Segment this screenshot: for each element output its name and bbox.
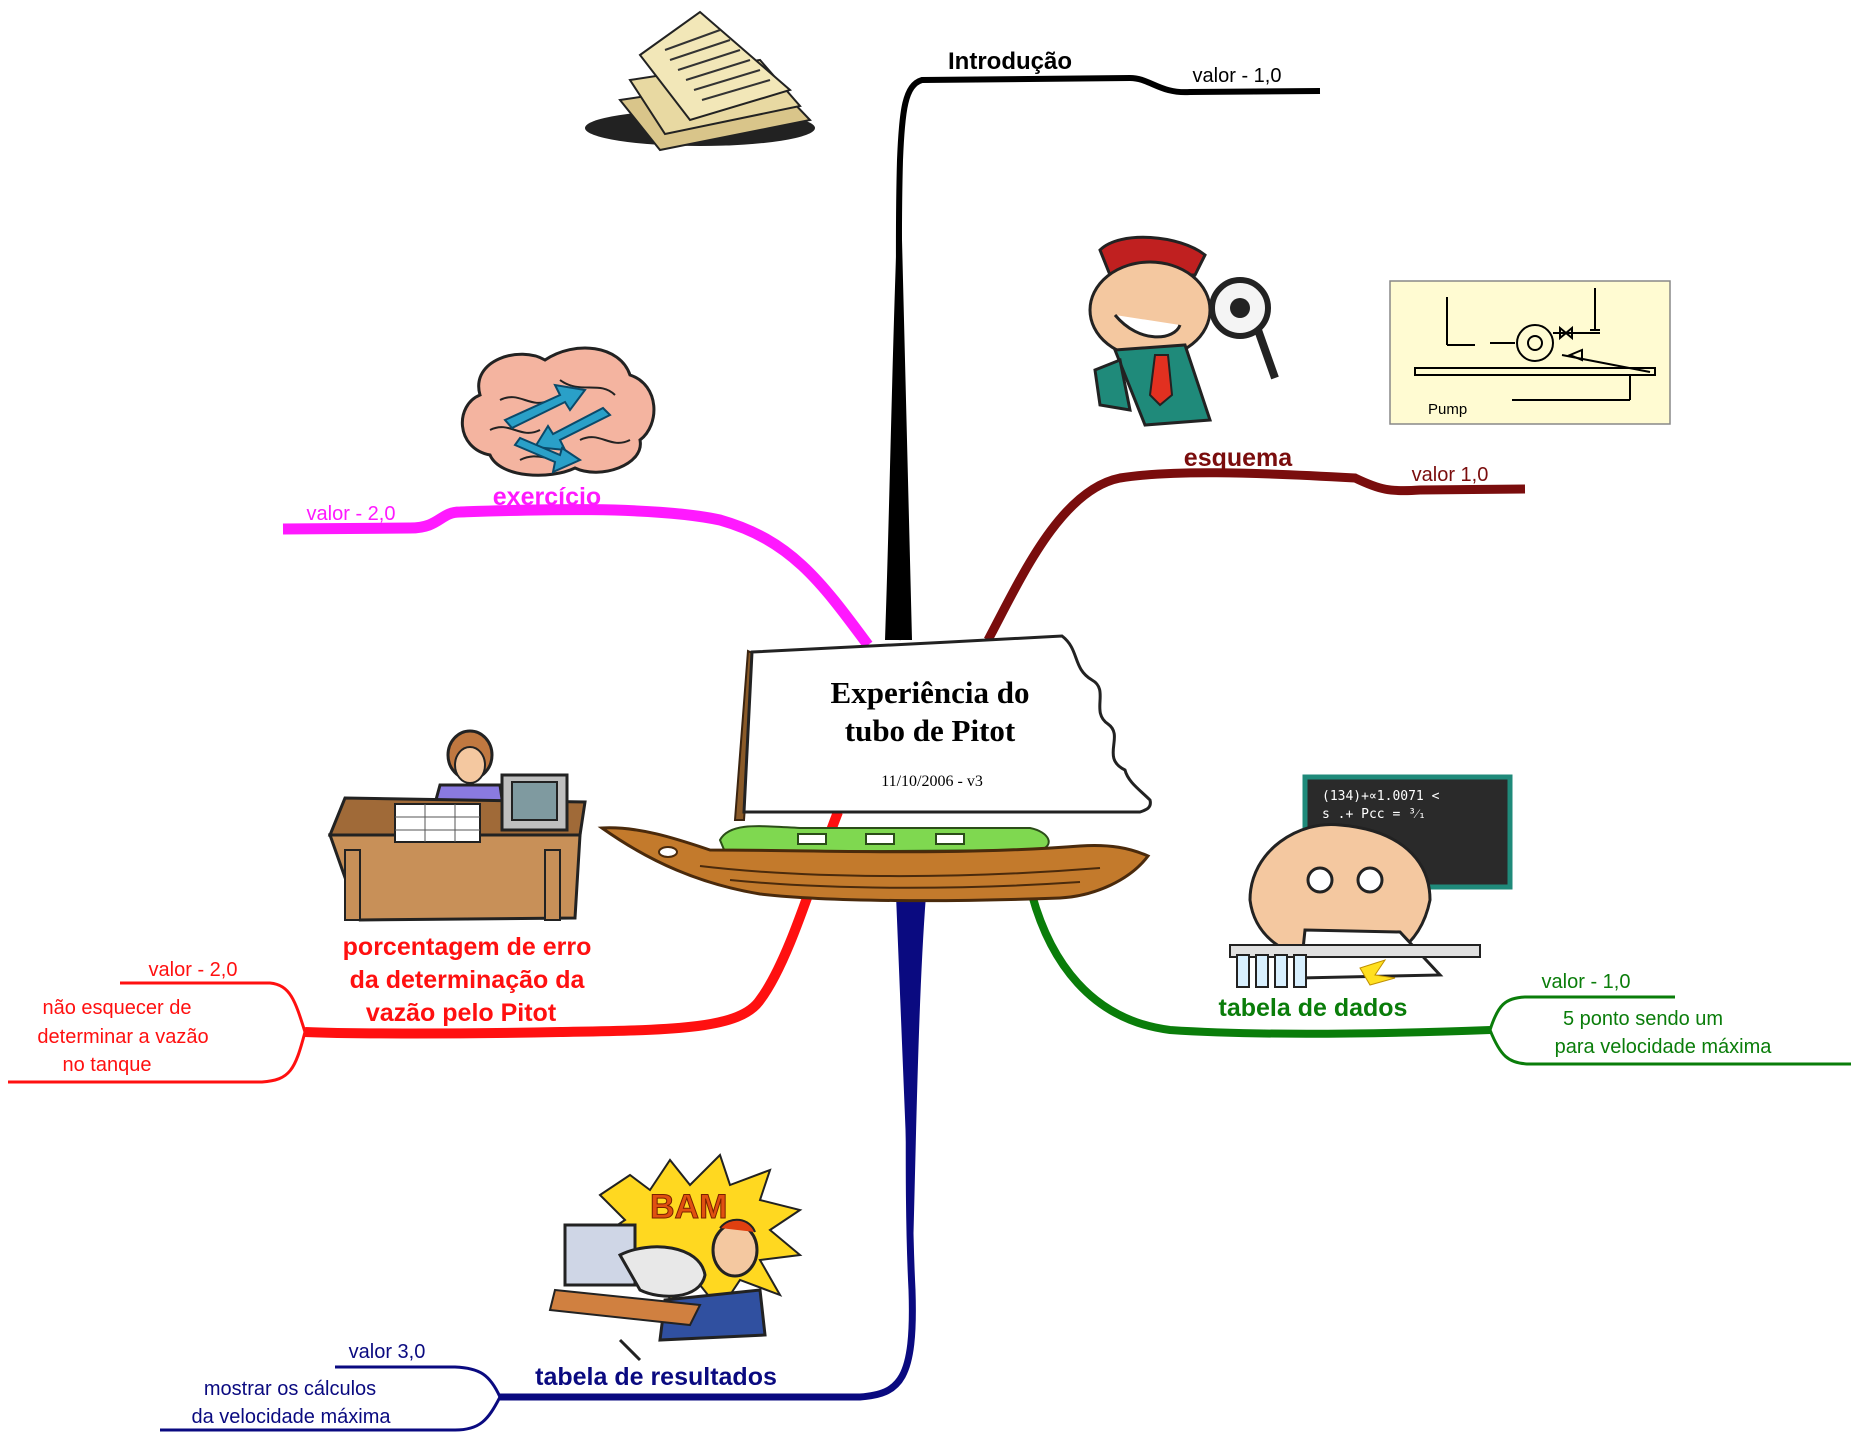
branch-note-tabela-resultados-line2[interactable]: da velocidade máxima bbox=[192, 1406, 392, 1428]
central-title-line2: tubo de Pitot bbox=[845, 713, 1016, 748]
branch-line-introducao bbox=[895, 74, 1321, 641]
branch-label-porcentagem-line2[interactable]: da determinação da bbox=[350, 966, 586, 994]
branch-line-tabela-dados bbox=[1028, 893, 1491, 1038]
chalkboard-text-2: s .+ Pcc = ³⁄₁ bbox=[1322, 807, 1426, 822]
bam-illustration: BAM bbox=[548, 1153, 803, 1362]
pump-label: Pump bbox=[1428, 401, 1467, 418]
chalkboard-text-1: (134)+∝1.0071 < bbox=[1322, 789, 1440, 804]
branch-note-tabela-dados-line2[interactable]: para velocidade máxima bbox=[1555, 1036, 1773, 1058]
branch-lines bbox=[8, 74, 1851, 1432]
branch-value-esquema[interactable]: valor 1,0 bbox=[1412, 464, 1489, 486]
bam-text: BAM bbox=[650, 1188, 727, 1226]
cabin-window bbox=[935, 833, 965, 845]
branch-note-porcentagem-line3[interactable]: no tanque bbox=[63, 1054, 152, 1076]
branch-note-tabela-dados-line1[interactable]: 5 ponto sendo um bbox=[1563, 1008, 1723, 1030]
papers-illustration bbox=[585, 10, 815, 152]
branch-subline-porcentagem-note bbox=[8, 1031, 307, 1084]
branch-subline-porcentagem-value bbox=[120, 981, 307, 1033]
branch-line-esquema bbox=[984, 468, 1526, 643]
branch-label-porcentagem-line1[interactable]: porcentagem de erro bbox=[343, 933, 592, 961]
pump-diagram: Pump bbox=[1389, 280, 1671, 425]
boat-sail bbox=[742, 634, 1152, 814]
branch-note-tabela-resultados-line1[interactable]: mostrar os cálculos bbox=[204, 1378, 376, 1400]
brain-illustration bbox=[460, 346, 656, 477]
branch-note-porcentagem-line1[interactable]: não esquecer de bbox=[42, 997, 191, 1019]
central-date: 11/10/2006 - v3 bbox=[881, 773, 983, 790]
scientist-illustration: (134)+∝1.0071 < s .+ Pcc = ³⁄₁ bbox=[1229, 774, 1513, 988]
branch-line-exercicio bbox=[282, 504, 873, 649]
branch-subline-tabela-resultados-value bbox=[335, 1365, 502, 1398]
branch-value-exercicio[interactable]: valor - 2,0 bbox=[307, 503, 396, 525]
cabin-window bbox=[865, 833, 895, 845]
branch-label-exercicio[interactable]: exercício bbox=[493, 483, 601, 511]
branch-label-introducao[interactable]: Introdução bbox=[948, 48, 1072, 75]
boat-hull[interactable] bbox=[597, 826, 1151, 903]
branch-value-tabela-resultados[interactable]: valor 3,0 bbox=[349, 1341, 426, 1363]
branch-value-introducao[interactable]: valor - 1,0 bbox=[1193, 65, 1282, 87]
branch-label-porcentagem-line3[interactable]: vazão pelo Pitot bbox=[366, 999, 557, 1027]
branch-subline-tabela-resultados-note bbox=[160, 1396, 502, 1432]
branch-taper-tabela-resultados bbox=[896, 895, 926, 1290]
branch-subline-tabela-dados-note bbox=[1488, 1029, 1851, 1066]
branch-label-esquema[interactable]: esquema bbox=[1184, 444, 1293, 472]
branch-value-porcentagem[interactable]: valor - 2,0 bbox=[149, 959, 238, 981]
branch-label-tabela-resultados[interactable]: tabela de resultados bbox=[535, 1363, 777, 1391]
branch-line-porcentagem bbox=[304, 810, 843, 1039]
central-node-boat[interactable] bbox=[597, 634, 1152, 903]
branch-value-tabela-dados[interactable]: valor - 1,0 bbox=[1542, 971, 1631, 993]
branch-taper-introducao bbox=[885, 160, 912, 640]
branch-note-porcentagem-line2[interactable]: determinar a vazão bbox=[37, 1026, 208, 1048]
branch-subline-tabela-dados-value bbox=[1488, 995, 1675, 1031]
branch-label-tabela-dados[interactable]: tabela de dados bbox=[1219, 994, 1408, 1022]
cabin-window bbox=[797, 833, 827, 845]
porthole bbox=[658, 846, 678, 858]
desk-worker-illustration bbox=[327, 729, 587, 922]
central-title-line1: Experiência do bbox=[831, 675, 1030, 710]
detective-illustration bbox=[1088, 235, 1279, 427]
